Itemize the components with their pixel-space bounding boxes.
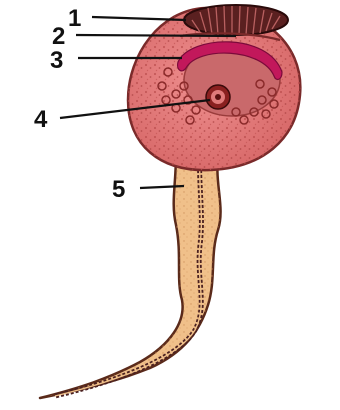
label-2: 2	[52, 23, 65, 50]
leader-line-2	[76, 35, 236, 36]
label-5: 5	[112, 176, 125, 203]
tail-grain	[40, 150, 221, 398]
label-3: 3	[50, 47, 63, 74]
head	[128, 5, 300, 170]
label-4: 4	[34, 106, 48, 133]
acrosome-cap	[184, 5, 288, 35]
label-1: 1	[68, 5, 81, 32]
centriole	[206, 85, 230, 109]
tail	[40, 150, 221, 398]
